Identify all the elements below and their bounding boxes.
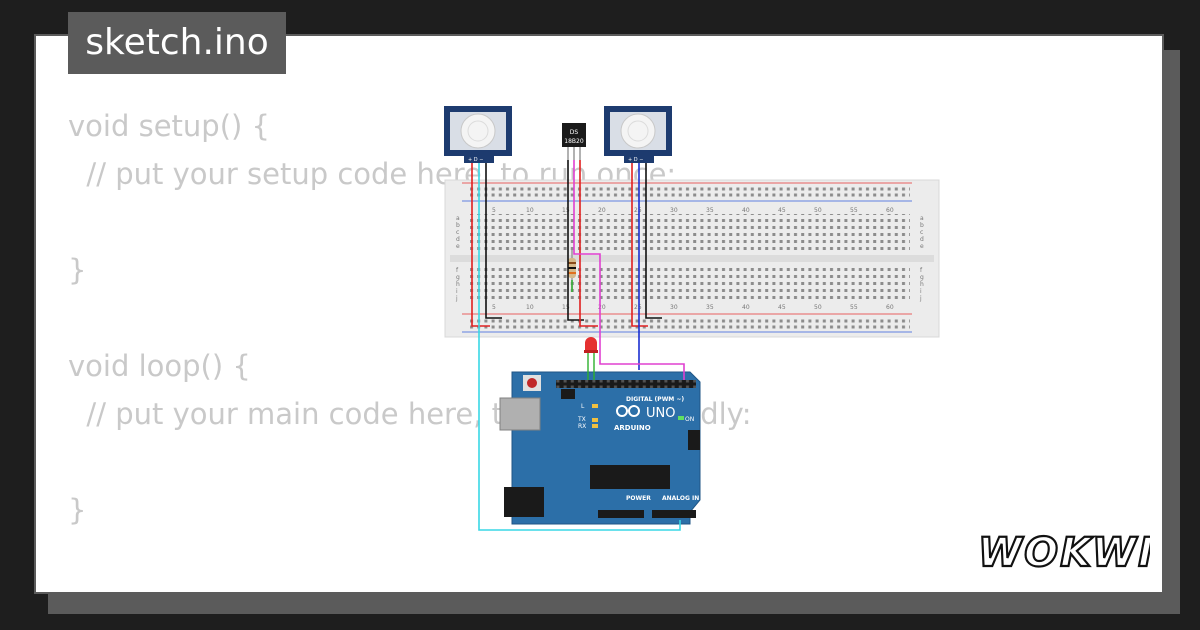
col-number: 55: [850, 207, 858, 214]
pir-sensor-right[interactable]: + D −: [604, 106, 672, 163]
usb-port: [499, 397, 541, 431]
wokwi-logo: WOKWI: [977, 529, 1150, 576]
arduino-uno-board[interactable]: ARDUINO UNO DIGITAL (PWM ~) POWER ANALOG…: [499, 371, 701, 525]
pir-pin-labels: + D −: [468, 157, 483, 163]
col-number: 60: [886, 207, 894, 214]
col-number: 15: [562, 304, 570, 311]
row-letter: i: [920, 288, 922, 295]
col-number: 40: [742, 207, 750, 214]
on-label: ON: [685, 416, 694, 423]
ds18b20-sensor[interactable]: DS 18B20: [562, 123, 586, 160]
sensor-label-line1: DS: [570, 129, 579, 136]
power-header: [598, 510, 644, 518]
atmega-chip: [590, 465, 670, 489]
col-number: 10: [526, 207, 534, 214]
wokwi-logo-text: WOKWI: [978, 530, 1150, 576]
col-number: 15: [562, 207, 570, 214]
col-number: 50: [814, 304, 822, 311]
row-letter: d: [920, 236, 924, 243]
row-letter: c: [920, 229, 923, 236]
power-label: POWER: [626, 495, 651, 502]
col-number: 40: [742, 304, 750, 311]
row-letter: i: [456, 288, 458, 295]
col-number: 20: [598, 304, 606, 311]
code-line: }: [68, 493, 87, 527]
row-letter: f: [920, 267, 923, 274]
pir-sensor-left[interactable]: + D −: [444, 106, 512, 163]
row-letter: j: [455, 295, 458, 302]
pir-pin-labels: + D −: [628, 157, 643, 163]
row-letter: h: [456, 281, 460, 288]
code-line: void setup() {: [68, 109, 270, 143]
code-line: void loop() {: [68, 349, 251, 383]
resistor[interactable]: [568, 250, 576, 292]
row-letter: c: [456, 229, 459, 236]
row-letter: g: [456, 274, 460, 281]
row-letter: f: [456, 267, 459, 274]
digital-label: DIGITAL (PWM ~): [626, 396, 684, 403]
col-number: 20: [598, 207, 606, 214]
row-letter: b: [456, 222, 460, 229]
col-number: 35: [706, 304, 714, 311]
arduino-brand: ARDUINO: [614, 424, 651, 432]
rx-label: RX: [578, 423, 586, 430]
row-letter: b: [920, 222, 924, 229]
row-letter: a: [920, 215, 924, 222]
col-number: 25: [634, 304, 642, 311]
col-number: 10: [526, 304, 534, 311]
sensor-label-line2: 18B20: [564, 138, 584, 145]
row-letter: d: [456, 236, 460, 243]
analog-header: [652, 510, 696, 518]
row-letter: h: [920, 281, 924, 288]
col-number: 5: [492, 207, 496, 214]
file-tab[interactable]: sketch.ino: [68, 12, 286, 74]
col-number: 60: [886, 304, 894, 311]
breadboard-row-letters: a b c d e f g h i j a b c d e f g h i j: [455, 215, 924, 302]
arduino-model: UNO: [646, 406, 675, 421]
col-number: 45: [778, 304, 786, 311]
reset-button[interactable]: [527, 378, 537, 388]
col-number: 30: [670, 207, 678, 214]
row-letter: a: [456, 215, 460, 222]
red-led[interactable]: [584, 337, 598, 380]
breadboard-column-numbers: 5 10 15 20 25 30 35 40 45 50 55 60 5 10 …: [492, 207, 894, 311]
code-line: }: [68, 253, 87, 287]
l-label: L: [581, 403, 585, 410]
row-letter: e: [920, 243, 924, 250]
row-letter: j: [919, 295, 922, 302]
breadboard[interactable]: 5 10 15 20 25 30 35 40 45 50 55 60 5 10 …: [444, 179, 940, 338]
col-number: 55: [850, 304, 858, 311]
row-letter: g: [920, 274, 924, 281]
col-number: 45: [778, 207, 786, 214]
col-number: 35: [706, 207, 714, 214]
col-number: 25: [634, 207, 642, 214]
col-number: 5: [492, 304, 496, 311]
col-number: 30: [670, 304, 678, 311]
row-letter: e: [456, 243, 460, 250]
power-jack: [504, 487, 544, 517]
wires: [471, 160, 685, 531]
tx-label: TX: [577, 416, 586, 423]
infinity-logo: [616, 405, 640, 417]
analog-label: ANALOG IN: [662, 495, 699, 502]
col-number: 50: [814, 207, 822, 214]
